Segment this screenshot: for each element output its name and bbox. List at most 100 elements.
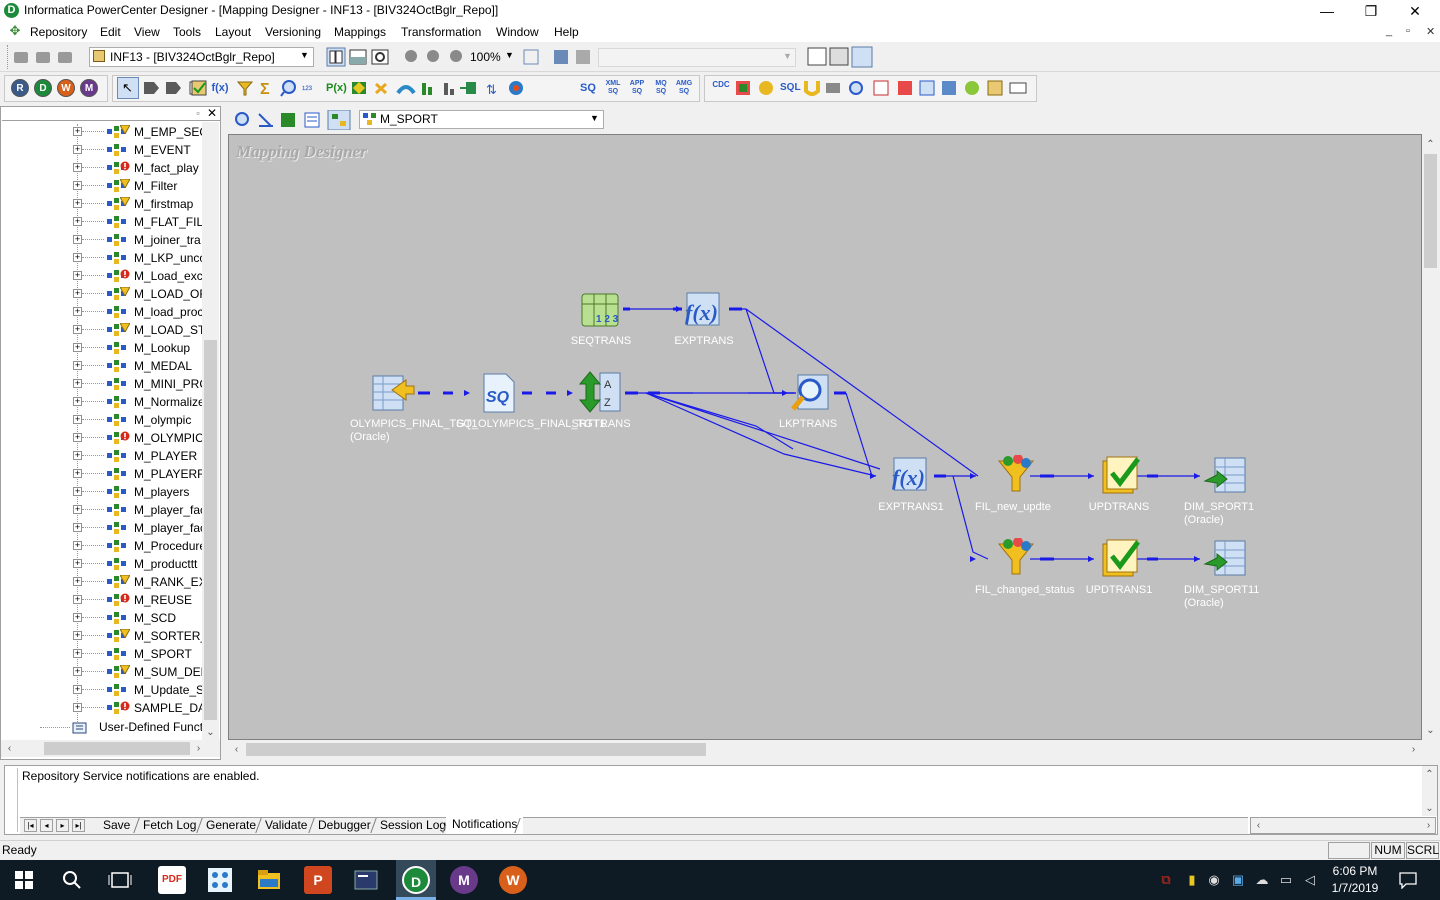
expand-icon[interactable]: + [73, 216, 82, 226]
source-icon[interactable] [370, 372, 418, 414]
menu-view[interactable]: View [134, 25, 160, 39]
expand-icon[interactable]: + [73, 594, 82, 604]
notifications-icon[interactable] [1398, 871, 1418, 889]
expression-tool-icon[interactable]: f(x) [211, 82, 229, 94]
filter-icon[interactable] [996, 455, 1040, 495]
expand-icon[interactable]: + [73, 414, 82, 424]
maximize-button[interactable]: ❐ [1364, 3, 1378, 19]
source-qualifier-tool-icon[interactable]: SQ [580, 82, 596, 94]
sql-tool-icon[interactable]: SQL [780, 82, 801, 93]
expand-icon[interactable]: + [73, 522, 82, 532]
expand-icon[interactable]: + [73, 504, 82, 514]
target-icon[interactable] [1203, 455, 1247, 497]
scroll-up-arrow[interactable]: ⌃ [1426, 139, 1435, 150]
menu-tools[interactable]: Tools [173, 25, 202, 39]
sequence-generator-icon[interactable]: 1 2 3 [580, 290, 624, 330]
filter-icon[interactable] [996, 538, 1040, 578]
xml-sq-tool-icon[interactable]: XML SQ [605, 80, 621, 95]
tab-save[interactable]: Save [103, 818, 131, 832]
target-icon[interactable] [1203, 538, 1247, 580]
navigator-pin-icon[interactable]: ▫ [196, 108, 200, 118]
expand-icon[interactable]: + [73, 198, 82, 208]
misc-transformation-icons[interactable] [802, 79, 1034, 97]
tree-item-mapping[interactable]: +M_Filter [0, 177, 202, 195]
expand-icon[interactable]: + [73, 360, 82, 370]
tree-item-mapping[interactable]: +M_Lookup [0, 339, 202, 357]
scroll-left-arrow[interactable]: ‹ [234, 744, 239, 755]
mapping-tool-icons[interactable] [233, 110, 353, 130]
tree-item-mapping[interactable]: +M_MINI_PRC [0, 375, 202, 393]
scroll-right-arrow[interactable]: › [196, 743, 201, 754]
view-toggle-icons[interactable] [326, 47, 392, 67]
expand-icon[interactable]: + [73, 648, 82, 658]
tree-item-mapping[interactable]: +M_SORTER_T [0, 627, 202, 645]
scroll-right-arrow[interactable]: › [1411, 744, 1416, 755]
zoom-chevron-icon[interactable]: ▼ [505, 50, 514, 60]
tree-item-mapping[interactable]: +M_REUSE [0, 591, 202, 609]
repository-combo[interactable]: INF13 - [BIV324OctBglr_Repo] [89, 47, 314, 67]
expand-icon[interactable]: + [73, 630, 82, 640]
source-qualifier-icon[interactable]: SQ [482, 372, 518, 414]
expand-icon[interactable]: + [73, 288, 82, 298]
normalizer-tools-icons[interactable] [734, 79, 780, 97]
tree-item-mapping[interactable]: +M_joiner_tra [0, 231, 202, 249]
tree-item-mapping[interactable]: +M_olympic [0, 411, 202, 429]
expand-icon[interactable]: + [73, 702, 82, 712]
scroll-down-arrow[interactable]: ⌄ [1425, 803, 1434, 814]
expand-icon[interactable]: + [73, 162, 82, 172]
expand-icon[interactable]: + [73, 558, 82, 568]
tree-item-mapping[interactable]: +M_EVENT [0, 141, 202, 159]
scroll-left-arrow[interactable]: ‹ [7, 743, 12, 754]
mdi-minimize-button[interactable]: _ [1386, 25, 1393, 37]
mdi-restore-button[interactable]: ▫ [1406, 25, 1410, 37]
expand-icon[interactable]: + [73, 666, 82, 676]
pointer-tool-button[interactable] [117, 77, 139, 99]
mapping-chevron-icon[interactable]: ▼ [590, 113, 599, 123]
file-explorer-icon[interactable] [255, 866, 283, 894]
expression-icon[interactable]: f(x) [890, 455, 934, 495]
tree-item-mapping[interactable]: +M_player_fac [0, 501, 202, 519]
workspace-horizontal-scroll-thumb[interactable] [246, 743, 706, 756]
close-button[interactable]: ✕ [1409, 3, 1421, 19]
lookup-rank-icons[interactable]: ¹²³ [280, 79, 320, 97]
output-horizontal-scrollbar[interactable] [1250, 817, 1436, 834]
tree-item-mapping[interactable]: +M_players [0, 483, 202, 501]
expand-icon[interactable]: + [73, 342, 82, 352]
transformation-tool-icons[interactable]: ⇅ [350, 79, 550, 97]
workspace-vertical-scroll-thumb[interactable] [1424, 154, 1437, 268]
workflow-monitor-icon[interactable]: M [80, 79, 98, 97]
expand-icon[interactable]: + [73, 378, 82, 388]
snipping-tool-icon[interactable] [206, 866, 234, 894]
tree-item-mapping[interactable]: +M_SPORT [0, 645, 202, 663]
repository-manager-icon[interactable]: R [11, 79, 29, 97]
scroll-right-arrow[interactable]: › [1426, 820, 1431, 831]
network-manager-tray-icon[interactable]: ▣ [1231, 872, 1245, 887]
powerpoint-icon[interactable]: P [304, 866, 332, 894]
clock-date[interactable]: 1/7/2019 [1331, 881, 1379, 895]
expand-icon[interactable]: + [73, 126, 82, 136]
tree-item-mapping[interactable]: +M_load_proc [0, 303, 202, 321]
browser-tray-icon[interactable]: ◉ [1208, 872, 1220, 887]
tab-debugger[interactable]: Debugger [318, 818, 371, 832]
scroll-down-arrow[interactable]: ⌄ [1426, 725, 1435, 736]
expand-icon[interactable]: + [73, 396, 82, 406]
expand-icon[interactable]: + [73, 306, 82, 316]
tree-item-mapping[interactable]: +M_PLAYERR [0, 465, 202, 483]
tree-item-mapping[interactable]: +M_Update_St [0, 681, 202, 699]
designer-icon[interactable]: D [34, 79, 52, 97]
expand-icon[interactable]: + [73, 234, 82, 244]
output-vertical-scrollbar[interactable] [1422, 766, 1437, 816]
procedure-tool-icon[interactable]: P(x) [326, 82, 347, 94]
expand-icon[interactable]: + [73, 540, 82, 550]
tree-item-mapping[interactable]: +M_Load_exce [0, 267, 202, 285]
app-sq-tool-icon[interactable]: APP SQ [629, 80, 645, 95]
volume-icon[interactable]: ◁ [1305, 872, 1315, 887]
clock-time[interactable]: 6:06 PM [1332, 864, 1378, 878]
tree-item-mapping[interactable]: +M_player_fac [0, 519, 202, 537]
expand-icon[interactable]: + [73, 324, 82, 334]
workflow-manager-taskbar-icon[interactable]: W [499, 866, 527, 894]
expand-icon[interactable]: + [73, 486, 82, 496]
chevron-down-icon[interactable]: ▼ [300, 50, 309, 60]
expand-icon[interactable]: + [73, 468, 82, 478]
minimize-button[interactable]: — [1320, 3, 1334, 19]
